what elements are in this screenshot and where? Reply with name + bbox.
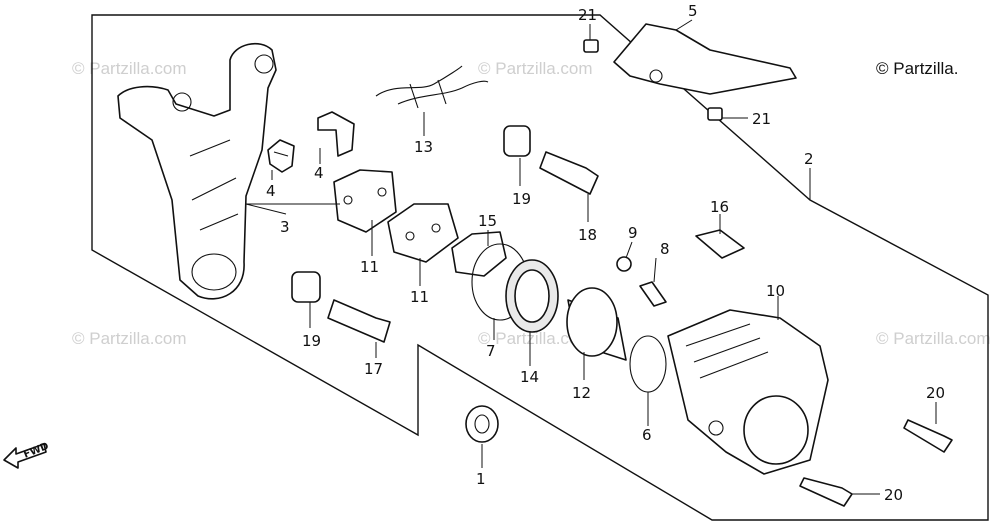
assembly-frame [91,14,989,521]
pad-pin [695,229,745,259]
watermark: © Partzilla.com [478,59,593,78]
callout-4: 4 [314,164,324,182]
callout-14: 14 [520,368,539,386]
pad-spring [317,111,355,157]
callout-19: 19 [512,190,531,208]
callout-8: 8 [660,240,670,258]
callout-10: 10 [766,282,785,300]
bleeder-cap [616,256,632,272]
callout-12: 12 [572,384,591,402]
callout-11: 11 [410,288,429,306]
callout-1: 1 [476,470,486,488]
bolt [903,419,953,453]
callout-13: 13 [414,138,433,156]
fwd-label: FWD [22,441,50,461]
piston-seal [505,259,559,333]
bleeder-screw [639,281,667,307]
callout-5: 5 [688,2,698,20]
pad-retainer-spring [375,65,489,109]
pad-shim [451,231,507,277]
caliper-pin [327,299,391,343]
pin-boot [503,125,531,157]
callout-20: 20 [884,486,903,504]
fwd-arrow-icon: FWD [3,441,51,469]
pad-spring [267,139,295,173]
callout-3: 3 [280,218,290,236]
watermark: © Partzilla.com [876,329,991,348]
callouts: 1 2 3 4 4 5 6 7 8 9 10 11 11 12 13 14 15… [266,2,945,504]
caliper-bracket [117,42,277,300]
bolt [707,107,723,121]
washer [465,405,499,443]
callout-21: 21 [752,110,771,128]
callout-7: 7 [486,342,496,360]
callout-20: 20 [926,384,945,402]
leader-lines [245,19,937,495]
callout-2: 2 [804,150,814,168]
watermark: © Partzilla.com [478,329,593,348]
piston [566,287,627,361]
callout-18: 18 [578,226,597,244]
callout-19: 19 [302,332,321,350]
callout-17: 17 [364,360,383,378]
caliper-guard [613,23,797,95]
o-ring [629,335,667,393]
callout-16: 16 [710,198,729,216]
brake-pad [387,203,459,263]
callout-4: 4 [266,182,276,200]
pin-boot [291,271,321,303]
callout-21: 21 [578,6,597,24]
callout-9: 9 [628,224,638,242]
callout-15: 15 [478,212,497,230]
caliper-pin [539,151,599,195]
bolt [583,39,599,53]
copyright-text: © Partzilla. [876,59,958,78]
watermark: © Partzilla.com [72,59,187,78]
brake-pad [333,169,397,233]
callout-11: 11 [360,258,379,276]
bolt [799,477,853,507]
watermark: © Partzilla.com [72,329,187,348]
callout-6: 6 [642,426,652,444]
caliper-body [667,309,829,475]
